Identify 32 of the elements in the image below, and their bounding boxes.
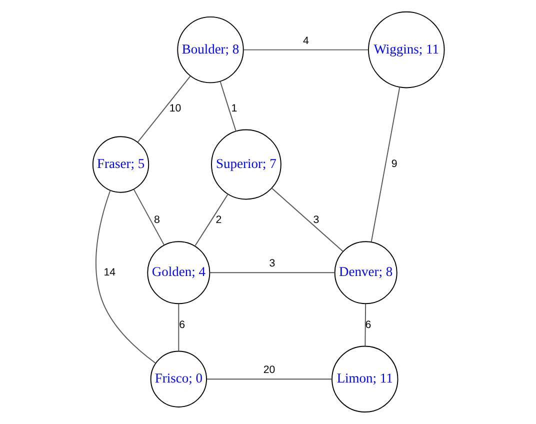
node-circle: Wiggins; 11	[368, 11, 444, 88]
connector	[194, 193, 228, 246]
connector	[270, 188, 343, 252]
edge-label: 4	[302, 34, 308, 47]
connector	[178, 303, 179, 352]
connector	[364, 303, 366, 347]
edge-label: 6	[364, 318, 371, 331]
edge-label: 6	[178, 318, 184, 331]
node-circle: Frisco; 0	[150, 350, 206, 408]
node-circle: Superior; 7	[210, 129, 281, 200]
node-circle: Golden; 4	[146, 241, 210, 304]
edge-label: 9	[390, 158, 397, 170]
node-circle: Boulder; 8	[176, 16, 244, 84]
connector	[206, 378, 332, 380]
node-circle: Fraser; 5	[92, 136, 149, 193]
edge-label: 10	[168, 102, 181, 114]
edge-label: 2	[215, 214, 222, 226]
connector	[132, 188, 164, 246]
connector	[370, 86, 400, 242]
edge-label: 3	[312, 214, 319, 226]
edge-label: 8	[154, 214, 160, 226]
connector	[94, 190, 156, 364]
connector	[219, 80, 236, 132]
edge-label: 3	[268, 258, 275, 270]
connector	[242, 49, 368, 50]
edge-label: 14	[103, 266, 116, 278]
edge-label: 1	[230, 102, 237, 114]
connector	[209, 272, 334, 274]
connector	[136, 76, 190, 143]
node-circle: Denver; 8	[334, 241, 397, 304]
node-circle: Limon; 11	[331, 346, 398, 412]
edge-label: 20	[262, 364, 275, 376]
